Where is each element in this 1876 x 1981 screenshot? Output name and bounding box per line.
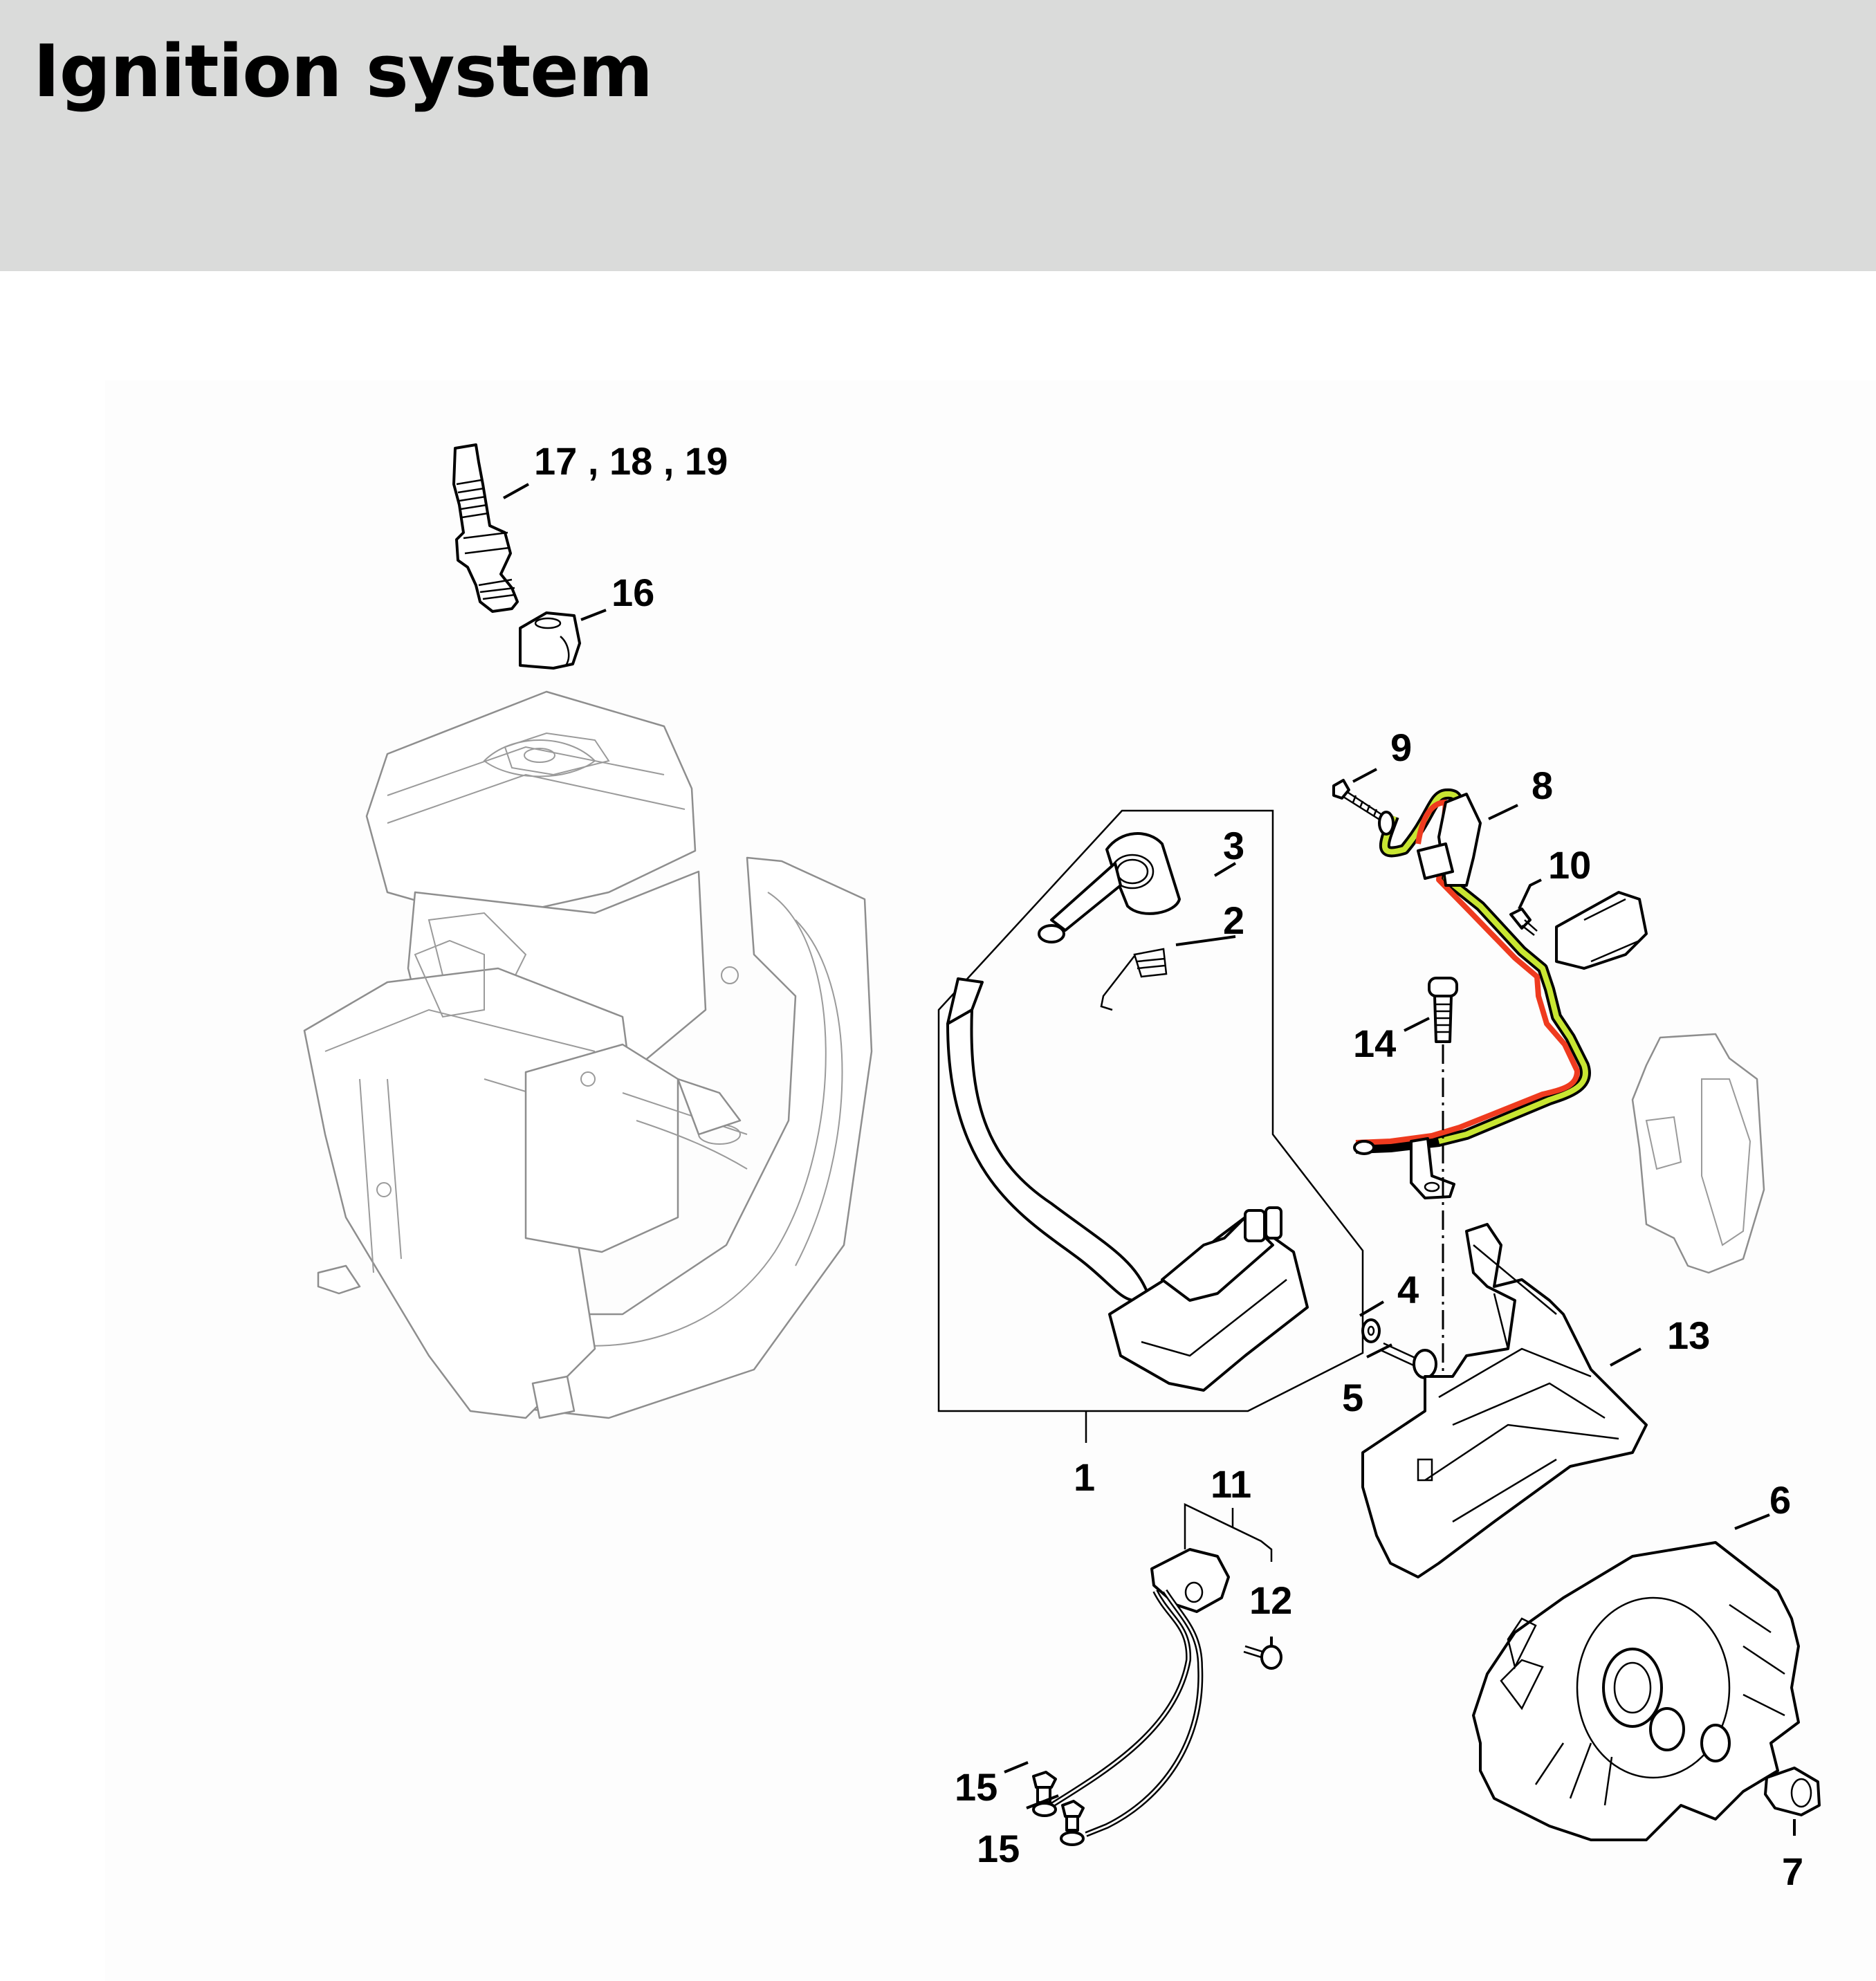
screw-15b[interactable] — [1061, 1800, 1085, 1832]
callout-16[interactable]: 16 — [611, 571, 654, 614]
spark-plug[interactable] — [452, 443, 519, 613]
spark-plug-boot-cap[interactable] — [519, 611, 581, 670]
ignition-module-bracket — [937, 809, 1364, 1443]
page-header: Ignition system — [0, 0, 1876, 271]
callout-17-18-19[interactable]: 17 , 18 , 19 — [534, 439, 728, 483]
screw-5[interactable] — [1380, 1342, 1437, 1379]
callout-15-lower[interactable]: 15 — [977, 1827, 1020, 1870]
callout-14[interactable]: 14 — [1353, 1022, 1396, 1065]
wiring-harness[interactable] — [1353, 788, 1648, 1199]
callout-11[interactable]: 11 — [1211, 1462, 1251, 1506]
screw-14[interactable] — [1428, 977, 1458, 1466]
screw-10[interactable] — [1509, 907, 1538, 936]
screw-12[interactable] — [1243, 1645, 1282, 1670]
callout-5[interactable]: 5 — [1342, 1376, 1363, 1419]
callout-1[interactable]: 1 — [1074, 1455, 1095, 1499]
flywheel[interactable] — [1472, 1541, 1800, 1841]
leader-lines — [503, 483, 1796, 1836]
callout-3[interactable]: 3 — [1223, 824, 1244, 867]
screw-9[interactable] — [1332, 779, 1383, 822]
page-title: Ignition system — [33, 29, 653, 113]
callout-9[interactable]: 9 — [1390, 726, 1412, 769]
callout-labels: 17 , 18 , 19 16 9 8 10 3 2 14 4 5 13 1 1… — [534, 439, 1803, 1893]
leg-spring[interactable] — [1100, 948, 1168, 1011]
ignition-module[interactable] — [946, 977, 1309, 1392]
washer-4[interactable] — [1361, 1318, 1381, 1343]
nut-7[interactable] — [1764, 1767, 1821, 1816]
callout-4[interactable]: 4 — [1397, 1268, 1419, 1311]
callout-12[interactable]: 12 — [1249, 1578, 1292, 1622]
callout-8[interactable]: 8 — [1532, 764, 1553, 807]
callout-6[interactable]: 6 — [1769, 1478, 1791, 1522]
callout-13[interactable]: 13 — [1667, 1314, 1710, 1357]
callout-15-upper[interactable]: 15 — [955, 1765, 997, 1809]
spark-plug-boot[interactable] — [1038, 832, 1181, 943]
short-circuit-wire-set[interactable] — [1032, 1503, 1273, 1846]
carrier[interactable] — [1361, 1223, 1648, 1578]
callout-2[interactable]: 2 — [1223, 899, 1244, 942]
callout-10[interactable]: 10 — [1548, 843, 1591, 887]
engine-crankcase-context — [303, 690, 873, 1419]
callout-7[interactable]: 7 — [1782, 1850, 1803, 1893]
starter-housing-context — [1631, 1033, 1765, 1274]
